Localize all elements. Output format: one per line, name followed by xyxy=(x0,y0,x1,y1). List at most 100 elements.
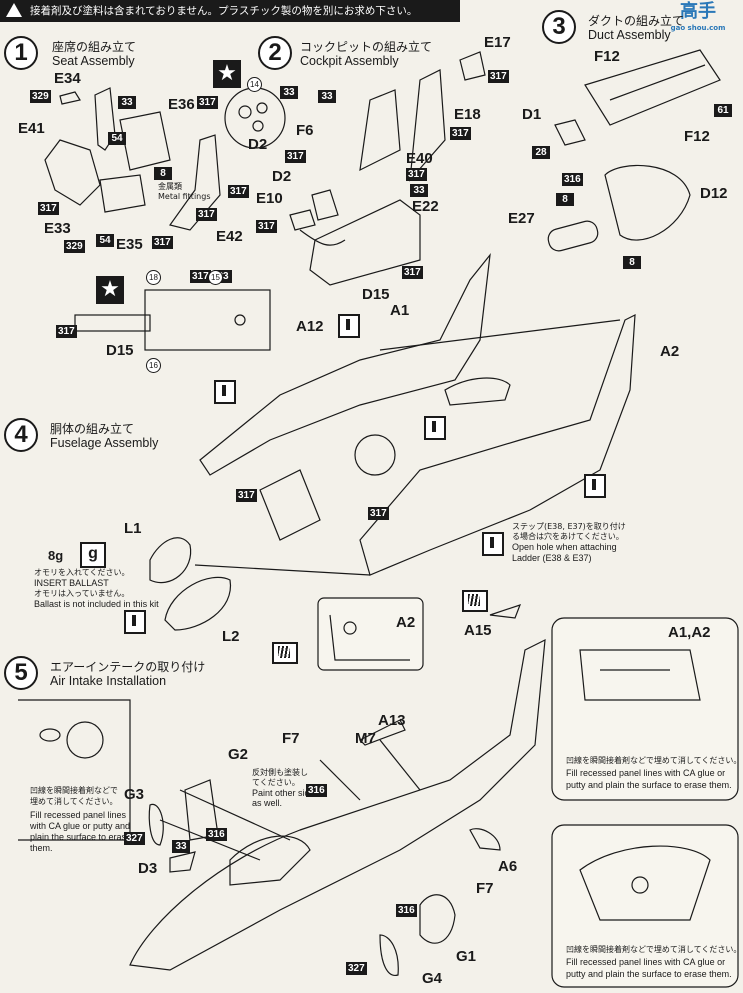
color-code-33: 33 xyxy=(318,90,336,103)
part-label-f12-top: F12 xyxy=(594,48,620,65)
aircraft-assembled-side xyxy=(129,638,546,971)
intake-g3 xyxy=(148,803,164,846)
color-code-317: 317 xyxy=(56,325,77,338)
color-code-316: 316 xyxy=(206,828,227,841)
part-label-d3: D3 xyxy=(138,860,158,877)
part-a6 xyxy=(469,828,501,851)
note-ballast-jp-2: オモリは入っていません。 xyxy=(34,589,130,598)
color-code-316: 316 xyxy=(396,904,417,917)
locator-pin-marker xyxy=(338,314,360,338)
part-label-e34: E34 xyxy=(54,70,81,87)
nose-detail-inset xyxy=(551,824,739,988)
cement-marker-icon xyxy=(272,642,298,664)
part-label-a6: A6 xyxy=(498,858,518,875)
part-label-e35: E35 xyxy=(116,236,143,253)
color-code-33: 33 xyxy=(172,840,190,853)
color-code-317: 317 xyxy=(228,185,249,198)
watermark-logo: 高手 gao shou.com xyxy=(653,0,743,32)
part-d2-side xyxy=(311,189,339,221)
canopy xyxy=(229,835,311,886)
part-label-g1: G1 xyxy=(456,948,477,965)
note-ladder-jp-1: ステップ(E38, E37)を取り付け xyxy=(512,522,626,531)
note-fill-en-right-2a: Fill recessed panel lines with CA glue o… xyxy=(566,957,726,967)
color-code-33: 33 xyxy=(118,96,136,109)
note-paint-jp-1: 反対側も塗装し xyxy=(252,768,308,777)
seat-part-e34-small xyxy=(59,91,81,105)
step-4-number: 4 xyxy=(4,418,38,452)
part-label-e36: E36 xyxy=(168,96,195,113)
part-label-l1: L1 xyxy=(124,520,142,537)
part-label-g2: G2 xyxy=(228,746,249,763)
ballast-icon: g xyxy=(80,542,106,568)
note-ballast-en-2: Ballast is not included in this kit xyxy=(34,599,159,609)
ballast-weight: 8g xyxy=(48,548,64,563)
part-label-e33: E33 xyxy=(44,220,71,237)
note-fill-jp-right-2: 凹線を瞬間接着剤などで埋めて消してください。 xyxy=(566,945,742,954)
color-code-33: 33 xyxy=(410,184,428,197)
part-label-l2: L2 xyxy=(222,628,240,645)
color-code-317: 317 xyxy=(197,96,218,109)
part-label-e40: E40 xyxy=(406,150,433,167)
intake-g1 xyxy=(419,894,456,944)
part-a15 xyxy=(489,604,522,619)
part-e10 xyxy=(289,209,316,231)
part-label-a2: A2 xyxy=(660,343,680,360)
step-2-number: 2 xyxy=(258,36,292,70)
part-label-m7: M7 xyxy=(355,730,376,747)
duct-d12-assembled xyxy=(354,434,396,476)
color-code-317: 317 xyxy=(488,70,509,83)
callout-15: 15 xyxy=(208,270,223,285)
note-ladder-jp-2: る場合は穴をあけてください。 xyxy=(512,532,624,541)
step-2-title-en: Cockpit Assembly xyxy=(300,54,399,68)
locator-pin-marker xyxy=(214,380,236,404)
note-ballast-jp-1: オモリを入れてください。 xyxy=(34,568,130,577)
seat-part-e18 xyxy=(409,69,446,182)
note-fill-en-right-2b: putty and plain the surface to erase the… xyxy=(566,969,732,979)
header-notice-bar: 接着剤及び塗料は含まれておりません。プラスチック製の物を別にお求め下さい。 xyxy=(0,0,460,22)
note-fill-jp-right-1: 凹線を瞬間接着剤などで埋めて消してください。 xyxy=(566,756,742,765)
color-code-28: 28 xyxy=(532,146,550,159)
a2-detail-inset xyxy=(317,597,424,671)
locator-pin-marker xyxy=(124,610,146,634)
step-1-number: 1 xyxy=(4,36,38,70)
color-code-317: 317 xyxy=(236,489,257,502)
part-label-d2-panel: D2 xyxy=(248,136,268,153)
duct-f12 xyxy=(584,49,721,126)
locator-pin-marker xyxy=(482,532,504,556)
fuselage-half-a2 xyxy=(359,313,636,576)
a1a2-detail-inset xyxy=(551,617,739,801)
step-1-title-en: Seat Assembly xyxy=(52,54,135,68)
cockpit-tub-assembled xyxy=(259,469,321,541)
part-label-e22: E22 xyxy=(412,198,439,215)
step-5-number: 5 xyxy=(4,656,38,690)
note-fill-en-right-1a: Fill recessed panel lines with CA glue o… xyxy=(566,768,726,778)
seat-part-e36 xyxy=(119,111,171,171)
part-label-f7-top: F7 xyxy=(282,730,300,747)
part-label-d12: D12 xyxy=(700,185,728,202)
part-label-d15: D15 xyxy=(106,342,134,359)
note-metal-jp: 金属類 xyxy=(158,182,182,191)
part-label-e17: E17 xyxy=(484,34,511,51)
part-label-f12: F12 xyxy=(684,128,710,145)
color-code-8: 8 xyxy=(556,193,574,206)
note-ladder-en-1: Open hole when attaching xyxy=(512,542,617,552)
part-label-f6: F6 xyxy=(296,122,314,139)
step-3-title-en: Duct Assembly xyxy=(588,28,671,42)
step-5-title-jp: エアーインテークの取り付け xyxy=(50,660,206,674)
locator-pin-marker xyxy=(424,416,446,440)
part-label-e27: E27 xyxy=(508,210,535,227)
part-label-a2-inset: A2 xyxy=(396,614,416,631)
step-4-title-jp: 胴体の組み立て xyxy=(50,422,135,436)
cement-marker-icon xyxy=(462,590,488,612)
step-3-title-jp: ダクトの組み立て xyxy=(588,14,685,28)
note-fill-jp-left-2: 埋めて消してください。 xyxy=(30,797,118,806)
color-code-329: 329 xyxy=(64,240,85,253)
part-label-d2: D2 xyxy=(272,168,292,185)
color-code-317: 317 xyxy=(190,270,211,283)
cockpit-tub-d15 xyxy=(309,199,421,286)
seat-part-e42 xyxy=(168,134,221,231)
part-label-e10: E10 xyxy=(256,190,283,207)
note-fill-en-right-1b: putty and plain the surface to erase the… xyxy=(566,780,732,790)
part-label-g4: G4 xyxy=(422,970,443,987)
color-code-54: 54 xyxy=(96,234,114,247)
